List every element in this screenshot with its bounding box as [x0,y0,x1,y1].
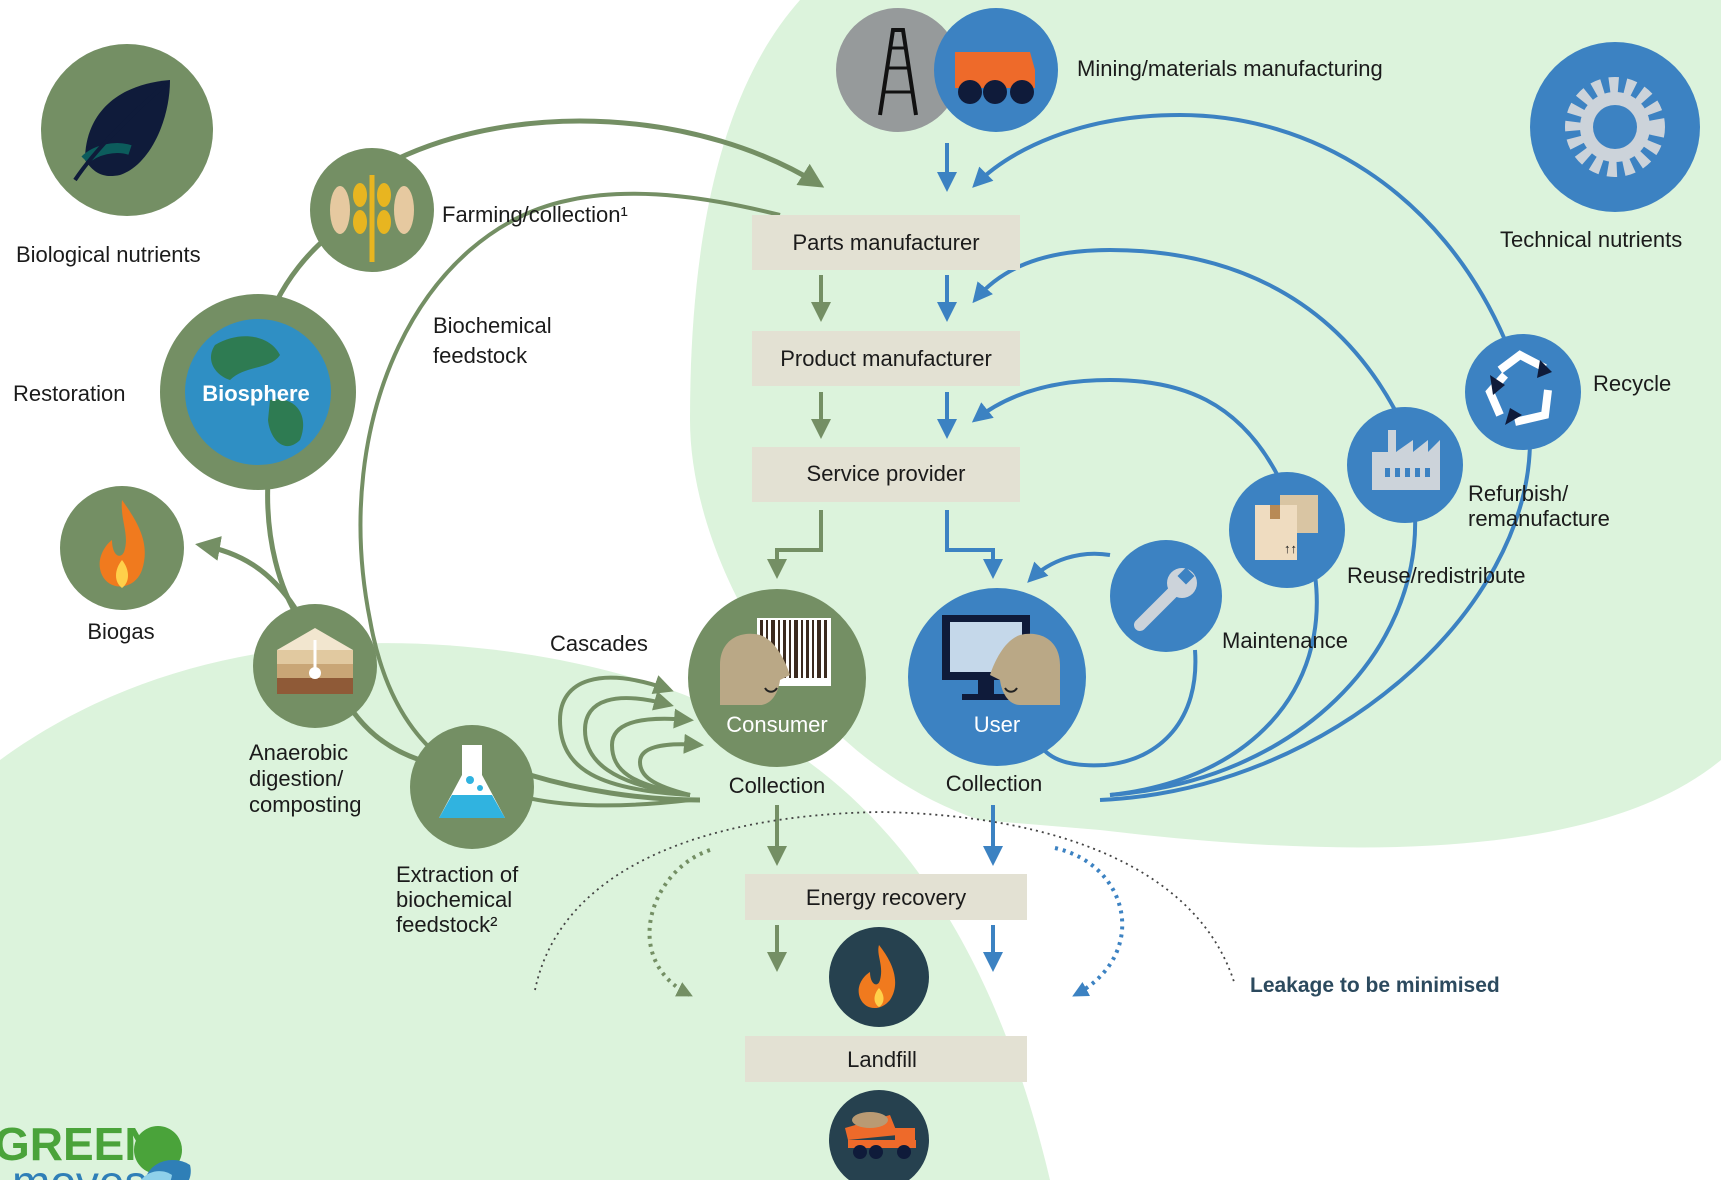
gear-icon [1530,42,1700,212]
consumer-icon [688,589,866,767]
compost-soil-icon [253,604,377,728]
maintenance-return [1038,649,1198,768]
flask-icon [410,725,534,849]
svg-text:Energy recovery: Energy recovery [806,885,966,910]
maintenance-arc [1027,551,1111,583]
farming-label: Farming/collection¹ [442,202,628,227]
svg-text:Product manufacturer: Product manufacturer [780,346,992,371]
extraction-label-3: feedstock² [396,912,498,937]
biogas-arrow [195,536,298,610]
service-provider-box: Service provider [752,447,1020,502]
refurbish-return [1109,514,1418,797]
reuse-arc [971,377,1282,481]
restoration-label: Restoration [13,381,126,406]
leakage-label: Leakage to be minimised [1250,974,1500,997]
recycle-arc [972,112,1507,341]
biosphere-label: Biosphere [202,381,310,406]
user-computer-icon [908,588,1086,766]
cascades-label: Cascades [550,631,648,656]
maintenance-label: Maintenance [1222,628,1348,653]
landfill-box: Landfill [745,1036,1027,1082]
extraction-label-2: biochemical [396,887,512,912]
leaf-icon [41,44,213,216]
biosphere-to-digestion [265,479,303,622]
farming-arrow [393,118,825,188]
leakage-blue-arc [1054,846,1125,997]
biological-nutrients-label: Biological nutrients [16,242,201,267]
mining-truck-icon [934,8,1058,132]
recycle-icon [1465,334,1581,450]
product-manufacturer-box: Product manufacturer [752,331,1020,386]
collection-bio-label: Collection [729,773,826,798]
anaerobic-label-1: Anaerobic [249,740,348,765]
logo-text-moves: moves [12,1156,147,1180]
this-side-up-icon: ↑↑ [1284,541,1297,556]
service-to-consumer [767,510,823,579]
leakage-green-arc [647,848,711,997]
reuse-return [1109,574,1319,797]
extraction-to-collection [529,772,701,803]
consumer-label: Consumer [726,712,827,737]
recycle-label: Recycle [1593,371,1671,396]
svg-text:Parts manufacturer: Parts manufacturer [792,230,979,255]
factory-icon [1347,407,1463,523]
biogas-label: Biogas [87,619,154,644]
extraction-label-1: Extraction of [396,862,519,887]
parts-manufacturer-box: Parts manufacturer [752,215,1020,270]
wrench-icon [1110,540,1222,652]
service-to-user [945,510,1003,579]
logo-text-green: GREEN [0,1118,158,1170]
anaerobic-label-3: composting [249,792,362,817]
biochemical-feedstock-label-2: feedstock [433,343,528,368]
biosphere-globe-icon [160,294,356,490]
recycle-return [1099,439,1532,802]
mining-label: Mining/materials manufacturing [1077,56,1383,81]
wheat-fish-icon [310,148,434,272]
dump-truck-icon [829,1090,929,1180]
cascade-arc-4 [637,733,704,797]
energy-recovery-box: Energy recovery [745,874,1027,920]
cascade-arc-2 [582,691,691,797]
biochemical-feedstock-label-1: Biochemical [433,313,552,338]
refurbish-label-1: Refurbish/ [1468,481,1569,506]
cascade-arc-1 [557,675,691,797]
green-moves-logo: GREEN moves [0,1118,191,1180]
cascade-arc-3 [609,708,694,797]
boxes-icon: ↑↑ [1229,472,1345,588]
refurbish-label-2: remanufacture [1468,506,1610,531]
reuse-label: Reuse/redistribute [1347,563,1526,588]
svg-text:Service provider: Service provider [807,461,966,486]
svg-text:Landfill: Landfill [847,1047,917,1072]
collection-tech-label: Collection [946,771,1043,796]
user-label: User [974,712,1020,737]
anaerobic-label-2: digestion/ [249,766,344,791]
energy-flame-icon [829,927,929,1027]
flame-icon [60,486,184,610]
oil-rig-icon [836,8,960,132]
leakage-outer-arc [534,811,1236,991]
technical-nutrients-label: Technical nutrients [1500,227,1682,252]
